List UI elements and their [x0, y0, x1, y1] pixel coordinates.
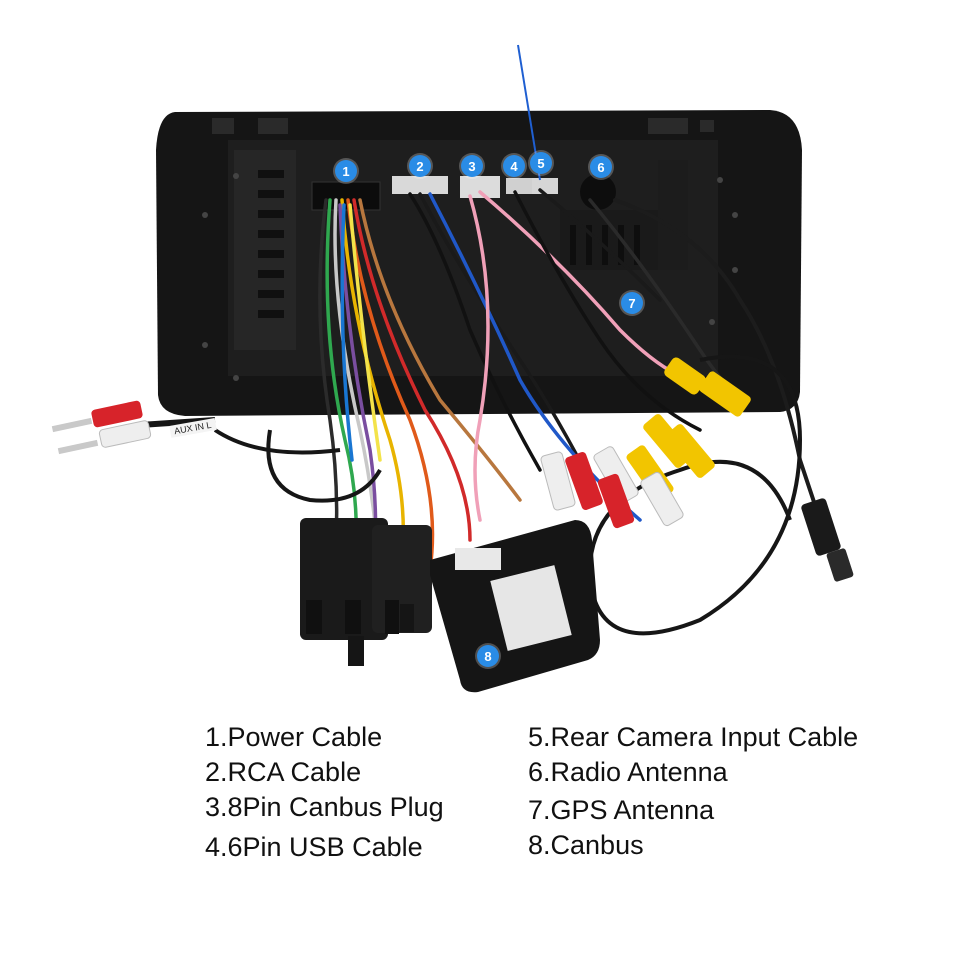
legend-item-radio-antenna: 6.Radio Antenna — [528, 757, 728, 787]
marker-power-cable: 1 — [335, 160, 357, 182]
rca-plug-bundle — [540, 357, 751, 529]
head-unit-body — [156, 110, 802, 416]
legend-item-rca-cable: 2.RCA Cable — [205, 757, 362, 787]
marker-usb-cable: 4 — [503, 155, 525, 177]
marker-radio-antenna: 6 — [590, 156, 612, 178]
legend-item-usb-cable: 4.6Pin USB Cable — [205, 832, 423, 862]
legend-item-power-cable: 1.Power Cable — [205, 722, 383, 752]
legend-item-canbus-plug: 3.8Pin Canbus Plug — [205, 792, 444, 822]
canbus-box — [430, 520, 600, 693]
product-photo — [51, 44, 854, 693]
marker-canbus-plug: 3 — [461, 155, 483, 177]
iso-power-connector — [300, 518, 432, 666]
legend-item-canbus: 8.Canbus — [528, 830, 644, 860]
legend-item-gps-antenna: 7.GPS Antenna — [528, 795, 715, 825]
marker-canbus: 8 — [477, 645, 499, 667]
wire-harness — [318, 188, 832, 582]
marker-rear-camera-cable: 5 — [530, 152, 552, 174]
marker-gps-antenna: 7 — [621, 292, 643, 314]
marker-rca-cable: 2 — [409, 155, 431, 177]
legend-item-rear-camera-cable: 5.Rear Camera Input Cable — [528, 722, 859, 752]
fakra-plug — [801, 498, 854, 582]
connector-block — [311, 174, 616, 211]
